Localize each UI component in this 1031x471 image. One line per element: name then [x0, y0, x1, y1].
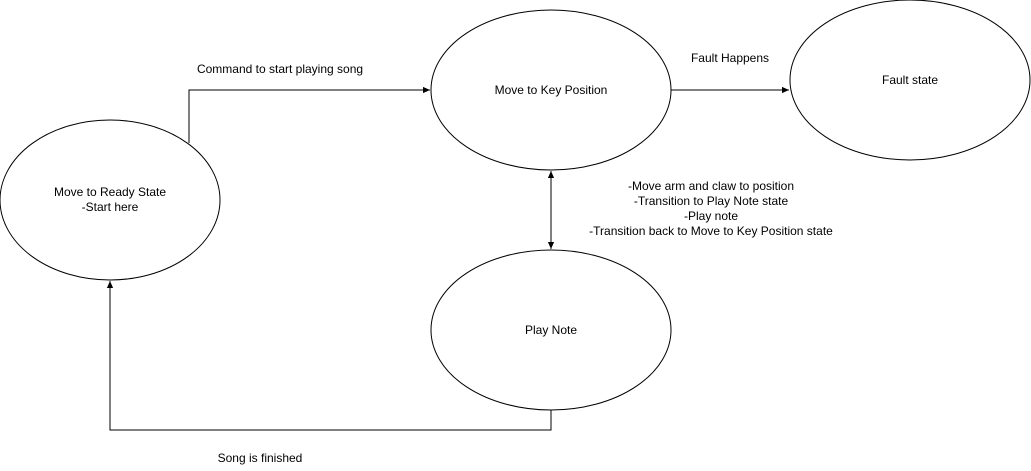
- state-label-key-position: Move to Key Position: [431, 10, 671, 170]
- note-line: -Transition back to Move to Key Position…: [589, 224, 833, 238]
- state-label-fault: Fault state: [790, 0, 1030, 160]
- state-label-key-position-text: Move to Key Position: [494, 82, 608, 97]
- note-line: -Play note: [683, 209, 739, 223]
- state-label-play-note: Play Note: [431, 250, 671, 410]
- edge-label-start-song: Command to start playing song: [196, 62, 364, 76]
- state-label-ready-line1: Move to Ready State: [53, 185, 167, 199]
- note-line: -Transition to Play Note state: [633, 194, 789, 208]
- edge-ready-to-key-position: [188, 86, 430, 143]
- state-label-ready: Move to Ready State -Start here: [0, 120, 220, 280]
- edge-play-note-to-ready: [106, 281, 552, 431]
- state-node-ready: [0, 119, 221, 281]
- edge-label-fault-happens: Fault Happens: [690, 51, 770, 65]
- state-label-ready-line2: -Start here: [81, 200, 139, 214]
- note-line: -Move arm and claw to position: [627, 179, 795, 193]
- state-label-play-note-text: Play Note: [524, 322, 578, 337]
- state-node-fault: [789, 0, 1031, 161]
- key-play-cycle-notes: -Move arm and claw to position -Transiti…: [575, 179, 847, 239]
- edge-label-song-finished: Song is finished: [217, 451, 303, 465]
- state-label-fault-text: Fault state: [881, 72, 939, 87]
